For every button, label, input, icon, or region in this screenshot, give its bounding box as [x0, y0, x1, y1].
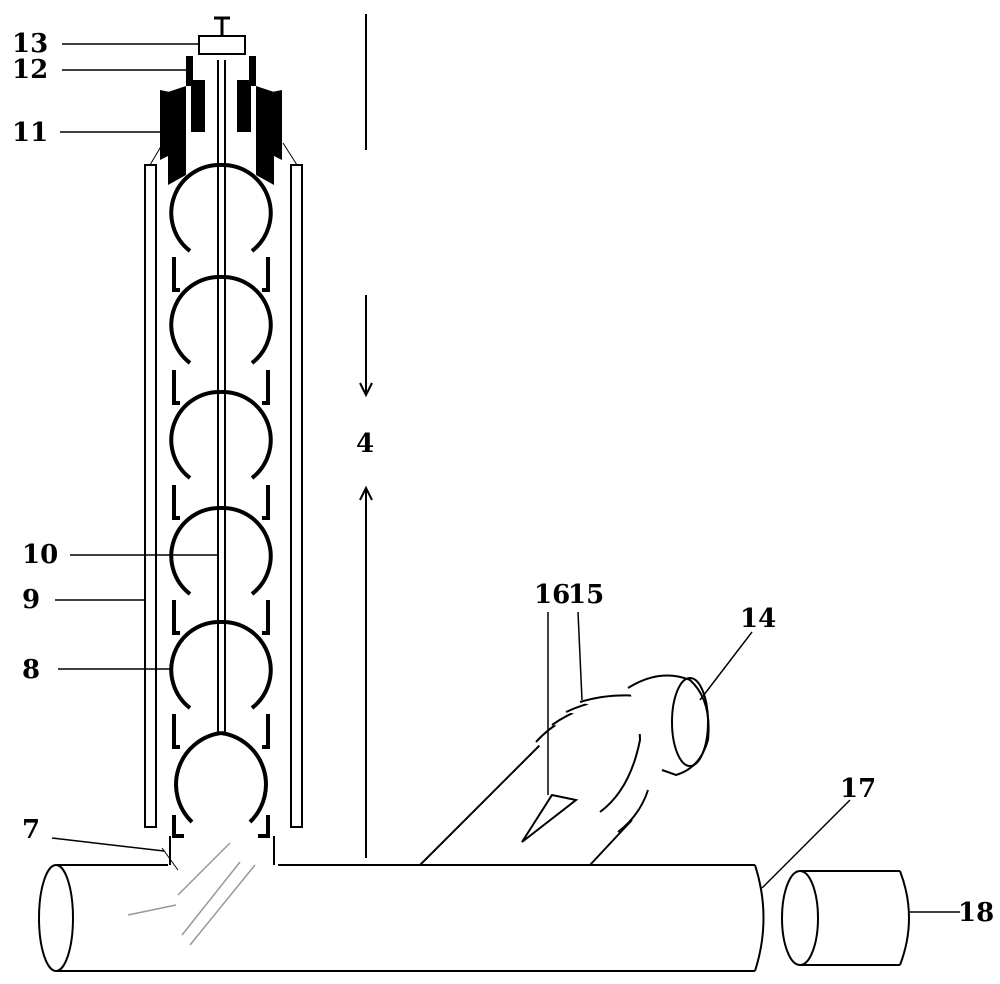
label-13: 13 [12, 29, 48, 59]
flow-arrows [359, 14, 373, 858]
outer-jacket [144, 142, 303, 828]
leader-lines [51, 43, 960, 913]
part-labels: 13 12 11 4 10 9 8 7 16 15 14 17 18 [12, 29, 994, 928]
valve-handle [198, 16, 246, 55]
label-7: 7 [22, 815, 40, 845]
central-rod [217, 60, 226, 735]
label-15: 15 [568, 580, 604, 610]
label-16: 16 [534, 580, 570, 610]
label-10: 10 [22, 540, 58, 570]
label-8: 8 [22, 655, 40, 685]
motor-housing [627, 674, 710, 777]
label-12: 12 [12, 55, 48, 85]
label-18: 18 [958, 898, 994, 928]
label-4: 4 [356, 429, 374, 459]
column-outlet [161, 836, 275, 871]
top-cap [160, 56, 282, 185]
end-cylinder [781, 870, 910, 966]
bulb-column [169, 162, 273, 838]
label-11: 11 [12, 118, 48, 148]
spiral-coil [535, 694, 668, 833]
horizontal-pipe [38, 864, 765, 972]
branch-pipe [419, 744, 633, 866]
label-9: 9 [22, 585, 40, 615]
label-14: 14 [740, 604, 776, 634]
nozzle [521, 793, 579, 843]
label-17: 17 [840, 774, 876, 804]
flow-streaks [127, 842, 256, 946]
